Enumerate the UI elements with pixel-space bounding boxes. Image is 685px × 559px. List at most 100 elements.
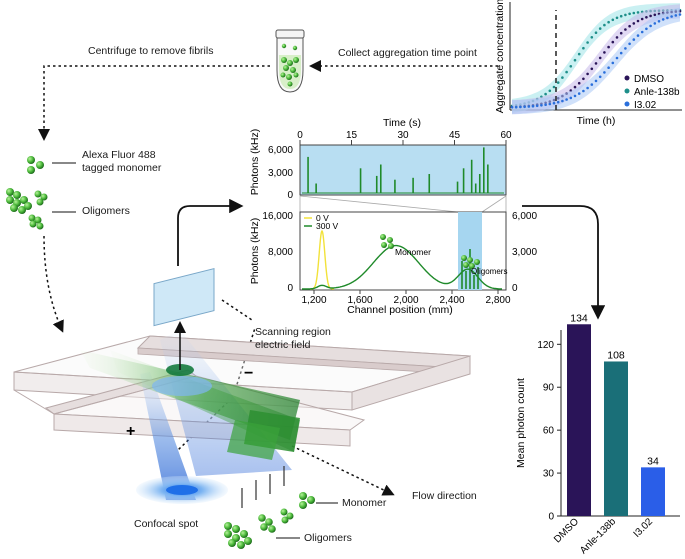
agg-point — [561, 76, 564, 79]
agg-point — [628, 12, 631, 16]
agg-legend-anle: Anle-138b — [634, 87, 680, 98]
agg-point — [586, 41, 589, 44]
agg-point — [598, 75, 602, 79]
bar-ytick: 90 — [543, 383, 555, 394]
agg-point — [611, 40, 615, 44]
monomer-legend-label: Alexa Fluor 488 tagged monomer — [82, 149, 162, 175]
trace-top-xlabel: Time (s) — [383, 117, 421, 129]
agg-point — [628, 24, 631, 28]
profile-monomer-label: Monomer — [395, 247, 431, 257]
profile-ytick-left-2: 0 — [287, 283, 293, 294]
bar-category-label: DMSO — [552, 516, 581, 545]
agg-point — [649, 14, 652, 18]
agg-point — [674, 14, 678, 17]
agg-point — [619, 14, 623, 18]
scanning-region-label: Scanning region electric field — [255, 326, 331, 352]
agg-point — [548, 102, 552, 106]
collect-label: Collect aggregation time point — [338, 47, 477, 59]
profile-xtick: 2,000 — [393, 295, 418, 306]
agg-point — [552, 85, 556, 89]
agg-point — [586, 86, 589, 90]
legend-marker-i302 — [624, 101, 630, 107]
legend-0v: 0 V — [316, 213, 329, 223]
agg-point — [611, 18, 615, 22]
bar-category-label: I3.02 — [632, 516, 656, 540]
profile-xtick: 2,400 — [439, 295, 464, 306]
profile-ytick-left-1: 8,000 — [268, 247, 293, 258]
agg-point — [666, 16, 669, 20]
agg-point — [552, 101, 556, 105]
agg-point — [573, 85, 577, 89]
flow-direction-label: Flow direction — [412, 490, 477, 502]
agg-point — [632, 11, 636, 15]
agg-point — [678, 13, 682, 16]
bar-1 — [604, 361, 628, 516]
agg-point — [590, 83, 594, 86]
agg-point — [628, 42, 631, 46]
agg-point — [640, 30, 644, 34]
agg-point — [653, 13, 657, 17]
oligomers-legend-label: Oligomers — [82, 205, 130, 217]
agg-point — [590, 67, 594, 71]
profile-ytick-right-0: 6,000 — [512, 211, 537, 222]
agg-point — [603, 51, 606, 54]
agg-point — [607, 66, 610, 69]
trace-top-ytick-1: 3,000 — [268, 168, 293, 179]
agg-point — [544, 103, 547, 106]
aggregation-chart: Aggregate concentration Time (h) DMSO An… — [494, 0, 682, 127]
agg-point — [624, 47, 627, 50]
agg-point — [645, 15, 648, 19]
monomer-bottom-label: Monomer — [342, 497, 387, 509]
legend-300v: 300 V — [316, 221, 339, 231]
agg-point — [544, 92, 547, 96]
bar-ytick: 30 — [543, 469, 555, 480]
trace-top-xtick: 15 — [346, 130, 358, 141]
agg-point — [624, 13, 627, 17]
agg-point — [527, 105, 531, 108]
trace-top-ytick-2: 0 — [287, 190, 293, 201]
profile-oligomer-label: Oligomers — [471, 267, 507, 276]
agg-point — [556, 100, 560, 104]
centrifuge-label: Centrifuge to remove fibrils — [88, 45, 214, 57]
agg-point — [640, 17, 644, 21]
agg-point — [523, 105, 526, 109]
agg-point — [653, 22, 657, 25]
profile-ytick-left-0: 16,000 — [262, 211, 293, 222]
agg-point — [632, 38, 636, 41]
agg-point — [561, 99, 564, 103]
agg-point — [607, 20, 610, 24]
plus-electrode: + — [126, 423, 135, 440]
aggregation-curves — [510, 3, 682, 115]
agg-point — [624, 28, 627, 31]
agg-point — [590, 36, 594, 39]
agg-point — [565, 98, 568, 101]
agg-point — [657, 20, 661, 23]
agg-point — [577, 92, 581, 95]
bar-ytick: 120 — [537, 340, 554, 351]
agg-point — [531, 104, 535, 108]
agg-point — [661, 18, 665, 21]
agg-point — [594, 31, 598, 34]
trace-top-xtick: 0 — [297, 130, 303, 141]
agg-point — [573, 94, 577, 98]
agg-point — [582, 77, 585, 81]
bar-value-label: 134 — [570, 312, 588, 324]
profile-oligomer-icon — [461, 255, 480, 269]
agg-point — [586, 72, 589, 76]
agg-point — [569, 96, 573, 100]
agg-point — [535, 104, 539, 108]
legend-marker-dmso — [624, 75, 630, 81]
agg-point — [556, 81, 560, 84]
bar-value-label: 108 — [607, 349, 625, 361]
trace-top-ylabel: Photons (kHz) — [249, 129, 261, 196]
oligomer-bottom-icon — [224, 508, 294, 549]
agg-point — [519, 105, 522, 109]
agg-point — [619, 51, 623, 55]
bar-ytick: 0 — [548, 512, 554, 523]
agg-point — [615, 36, 619, 39]
